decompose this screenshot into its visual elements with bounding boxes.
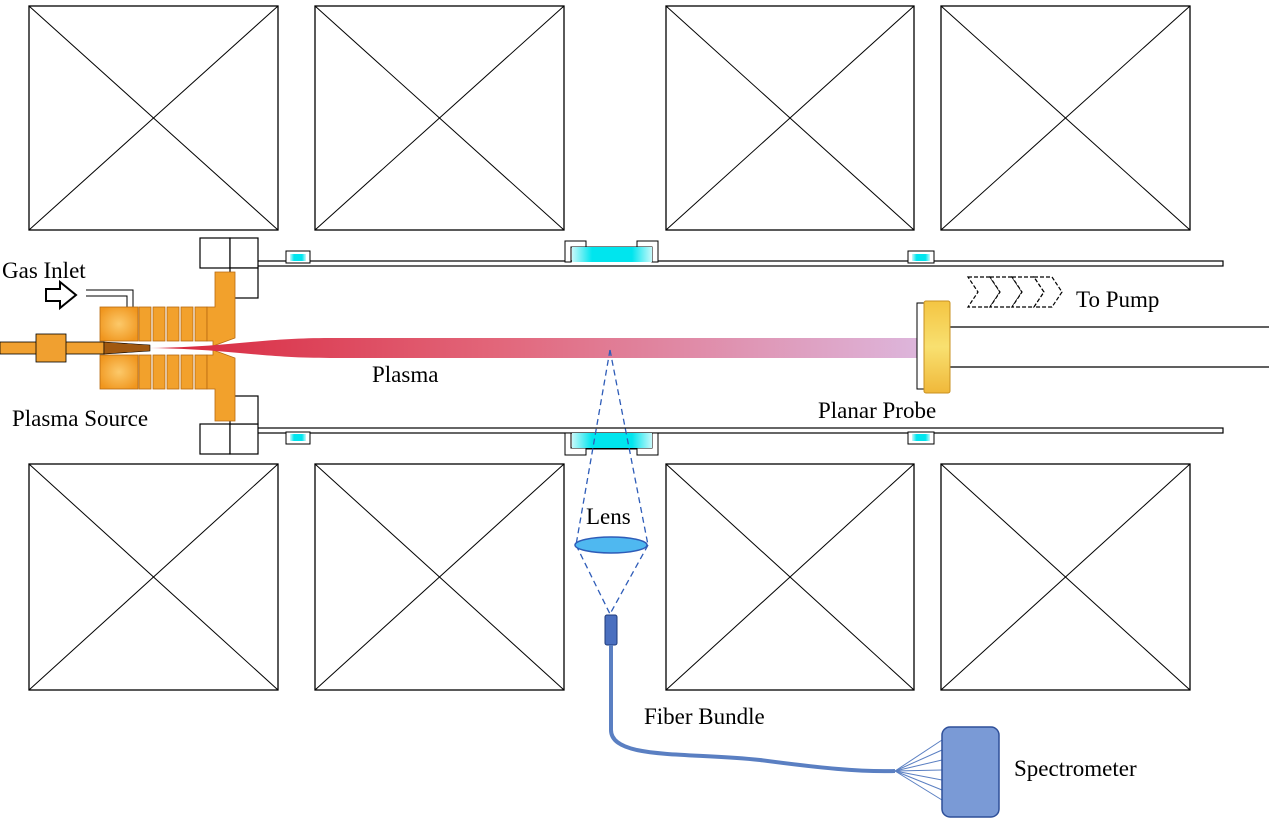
label-planar-probe: Planar Probe	[818, 398, 936, 423]
large-window-port	[564, 432, 659, 456]
lens	[574, 536, 648, 554]
planar-probe	[916, 300, 951, 394]
small-window-port	[285, 250, 311, 264]
label-plasma-source: Plasma Source	[12, 406, 148, 431]
label-to-pump: To Pump	[1076, 287, 1159, 312]
magnet-coils-bottom	[28, 463, 1191, 691]
pump-flow-arrows	[966, 276, 1063, 308]
label-gas-inlet: Gas Inlet	[2, 258, 86, 283]
label-spectrometer: Spectrometer	[1014, 756, 1137, 781]
fiber-bundle-cable	[609, 645, 896, 774]
magnet-coil	[665, 463, 915, 691]
optical-collection-cone	[575, 349, 649, 615]
plasma-source	[0, 271, 236, 422]
small-window-port	[907, 250, 935, 264]
chamber-wall-bottom	[229, 427, 1224, 434]
magnet-coils-top	[28, 5, 1191, 231]
fiber-fan-out	[894, 739, 943, 801]
magnet-coil	[940, 463, 1191, 691]
viewing-ports-bottom	[285, 431, 935, 456]
gas-inlet-arrow	[45, 279, 78, 311]
small-window-port	[907, 431, 935, 445]
magnet-coil	[665, 5, 915, 231]
fiber-connector	[604, 614, 618, 646]
label-fiber-bundle: Fiber Bundle	[644, 704, 765, 729]
magnet-coil	[28, 5, 279, 231]
magnet-coil	[940, 5, 1191, 231]
spectrometer	[941, 726, 1000, 818]
magnet-coil	[28, 463, 279, 691]
vacuum-chamber	[199, 237, 1269, 455]
chamber-wall-top	[229, 260, 1224, 267]
label-plasma: Plasma	[372, 362, 438, 387]
large-window-port	[564, 240, 659, 263]
plasma-column	[150, 338, 920, 358]
label-lens: Lens	[586, 504, 631, 529]
magnet-coil	[314, 5, 565, 231]
small-window-port	[285, 431, 311, 445]
magnet-coil	[314, 463, 565, 691]
viewing-ports-top	[285, 240, 935, 264]
